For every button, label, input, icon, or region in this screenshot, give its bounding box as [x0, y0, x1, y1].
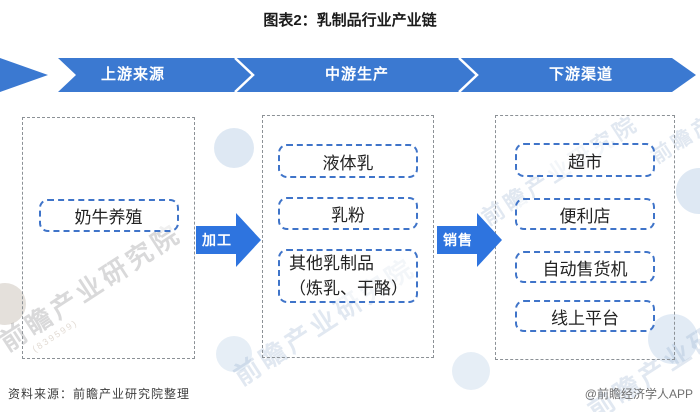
process-banner: 上游来源 中游生产 下游渠道: [0, 58, 700, 92]
stage-label-upstream: 上游来源: [100, 66, 165, 83]
midstream-box: 液体乳 乳粉 其他乳制品 （炼乳、干酪）: [262, 115, 434, 358]
item-milk-powder: 乳粉: [278, 197, 418, 230]
source-note: 资料来源：前瞻产业研究院整理: [8, 387, 191, 401]
item-convenience-store: 便利店: [515, 198, 655, 230]
banner-left-chevron-icon: [0, 58, 48, 92]
banner-separator-chevron-icon: [458, 58, 479, 92]
watermark-circle: [216, 336, 252, 372]
processing-arrow: 加工: [196, 213, 262, 267]
watermark-circle: [676, 168, 700, 214]
downstream-box: 超市 便利店 自动售货机 线上平台: [495, 115, 675, 360]
sales-arrow: 销售: [437, 213, 503, 267]
watermark-circle: [214, 128, 254, 168]
credit-note: @前瞻经济学人APP: [584, 387, 693, 401]
item-liquid-milk: 液体乳: [278, 144, 418, 178]
banner-arrow-band: [58, 58, 696, 92]
item-vending-machine: 自动售货机: [515, 251, 655, 283]
watermark-circle: [452, 352, 490, 390]
upstream-box: 奶牛养殖: [22, 117, 195, 359]
right-arrow-icon: [196, 213, 261, 267]
item-dairy-farming: 奶牛养殖: [38, 199, 179, 232]
page-title: 图表2：乳制品行业产业链: [263, 12, 437, 29]
sales-arrow-label: 销售: [443, 232, 473, 248]
item-online-platform: 线上平台: [515, 300, 655, 332]
item-other-dairy: 其他乳制品 （炼乳、干酪）: [278, 249, 418, 303]
item-supermarket: 超市: [515, 143, 655, 177]
processing-arrow-label: 加工: [202, 232, 232, 248]
right-arrow-icon: [437, 213, 502, 267]
stage-label-midstream: 中游生产: [324, 66, 389, 83]
banner-separator-chevron-icon: [234, 58, 255, 92]
stage-label-downstream: 下游渠道: [548, 66, 613, 83]
process-banner-shape: [0, 58, 696, 92]
